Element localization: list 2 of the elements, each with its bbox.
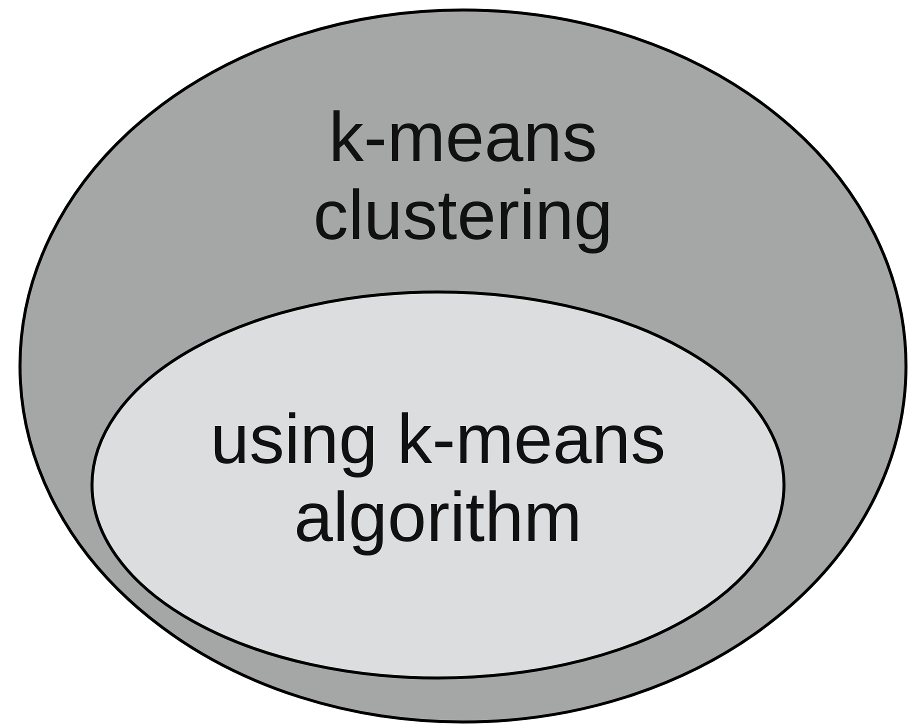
set-label: k-means clustering: [312, 98, 614, 254]
set-label: using k-means algorithm: [209, 400, 667, 556]
